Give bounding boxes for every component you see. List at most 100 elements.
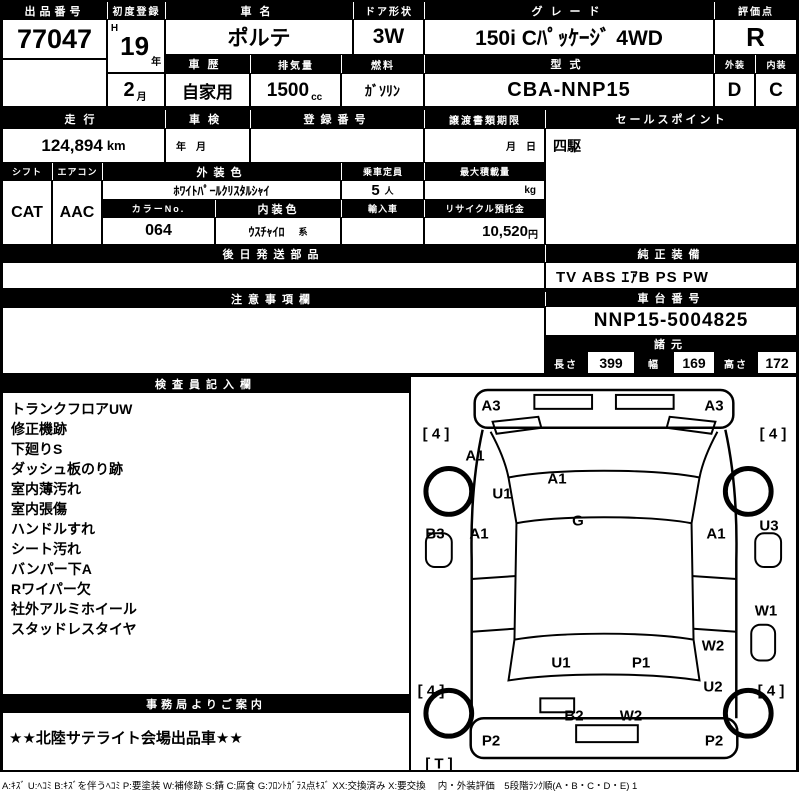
exterior-color-label: 外装色 bbox=[102, 163, 341, 180]
chassis-number-label: 車台番号 bbox=[545, 290, 797, 306]
interior-color-cell: ｳｽﾁｬｲﾛ 系 bbox=[215, 217, 341, 245]
model-code-label: 型式 bbox=[424, 55, 714, 73]
specs-label: 諸元 bbox=[545, 336, 797, 351]
exterior-score-value: D bbox=[714, 73, 755, 108]
year-unit: 年 bbox=[151, 57, 162, 68]
car-top-view-icon bbox=[423, 388, 783, 760]
car-name-label: 車名 bbox=[165, 2, 353, 19]
inspector-note: 室内薄汚れ bbox=[11, 481, 81, 497]
fuel-label: 燃料 bbox=[341, 55, 424, 73]
caution-label: 注意事項欄 bbox=[2, 290, 545, 307]
recycle-deposit-unit: 円 bbox=[528, 230, 538, 241]
recycle-deposit-cell: 10,520 円 bbox=[424, 217, 545, 245]
spec-height-value: 172 bbox=[757, 351, 797, 375]
damage-marker: U1 bbox=[492, 485, 512, 503]
door-shape-label: ドア形状 bbox=[353, 2, 424, 19]
registration-number-label: 登録番号 bbox=[250, 110, 424, 128]
history-value: 自家用 bbox=[165, 73, 250, 108]
fuel-value: ｶﾞｿﾘﾝ bbox=[341, 73, 424, 108]
spec-length-value: 399 bbox=[587, 351, 635, 375]
month-unit: 月 bbox=[136, 92, 147, 103]
model-code-value: CBA-NNP15 bbox=[424, 73, 714, 108]
damage-marker: [ 4 ] bbox=[417, 682, 445, 700]
interior-color-value: ｳｽﾁｬｲﾛ bbox=[248, 224, 285, 239]
displacement-label: 排気量 bbox=[250, 55, 341, 73]
damage-marker: [ 4 ] bbox=[757, 682, 785, 700]
damage-marker: B3 bbox=[425, 525, 445, 543]
capacity-unit: 人 bbox=[384, 186, 394, 196]
first-reg-year-cell: H 19 年 bbox=[107, 19, 165, 73]
chassis-number-value: NNP15-5004825 bbox=[545, 306, 797, 336]
equipment-label: 純正装備 bbox=[545, 245, 797, 262]
damage-marker: G bbox=[572, 512, 584, 530]
first-reg-year: 19 bbox=[120, 30, 150, 61]
color-no-label: カラーNo. bbox=[102, 200, 215, 217]
capacity-label: 乗車定員 bbox=[341, 163, 424, 180]
inspector-note: バンパー下A bbox=[11, 561, 92, 577]
lot-empty-box bbox=[2, 59, 107, 108]
registration-number-value bbox=[250, 128, 424, 163]
transfer-deadline-label: 譲渡書類期限 bbox=[424, 110, 545, 128]
spec-width-label: 幅 bbox=[635, 351, 673, 375]
spec-length-label: 長さ bbox=[545, 351, 587, 375]
displacement-value: 1500 bbox=[266, 79, 310, 101]
inspector-note: ハンドルすれ bbox=[11, 521, 95, 537]
max-load-unit: kg bbox=[424, 180, 545, 200]
exterior-score-label: 外装 bbox=[714, 55, 755, 73]
damage-marker: W2 bbox=[619, 707, 643, 725]
damage-marker: [ 4 ] bbox=[759, 425, 787, 443]
damage-marker: B2 bbox=[564, 707, 584, 725]
grade-value: 150i Cﾊﾟｯｹｰｼﾞ 4WD bbox=[424, 19, 714, 55]
damage-marker: [ 4 ] bbox=[422, 425, 450, 443]
office-info-value: ★★北陸サテライト会場出品車★★ bbox=[2, 712, 410, 772]
damage-marker: A1 bbox=[469, 525, 489, 543]
inspector-note: 下廻りS bbox=[11, 441, 63, 457]
capacity-cell: 5 人 bbox=[341, 180, 424, 200]
interior-color-suffix: 系 bbox=[298, 226, 308, 237]
exterior-color-value: ﾎﾜｲﾄﾊﾟｰﾙｸﾘｽﾀﾙｼｬｲ bbox=[102, 180, 341, 200]
inspector-note: スタッドレスタイヤ bbox=[11, 621, 137, 637]
inspector-note: シート汚れ bbox=[11, 541, 81, 557]
first-reg-label: 初度登録 bbox=[107, 2, 165, 19]
score-label: 評価点 bbox=[714, 2, 797, 19]
lot-number-value: 77047 bbox=[2, 19, 107, 59]
aircon-value: AAC bbox=[52, 180, 102, 245]
inspector-notes-label: 検査員記入欄 bbox=[2, 375, 410, 392]
first-reg-month: 2 bbox=[123, 79, 135, 101]
mileage-unit: km bbox=[106, 138, 126, 153]
inspector-note: 修正機跡 bbox=[11, 421, 67, 437]
era-prefix: H bbox=[110, 23, 119, 34]
sales-point-label: セールスポイント bbox=[545, 110, 797, 128]
inspector-note: 室内張傷 bbox=[11, 501, 67, 517]
displacement-unit: cc bbox=[311, 92, 323, 103]
inspector-note: ダッシュ板のり跡 bbox=[11, 461, 123, 477]
damage-marker: U2 bbox=[703, 678, 723, 696]
damage-marker: A3 bbox=[704, 397, 724, 415]
grade-label: グレード bbox=[424, 2, 714, 19]
interior-score-label: 内装 bbox=[755, 55, 797, 73]
interior-score-value: C bbox=[755, 73, 797, 108]
score-value: R bbox=[714, 19, 797, 55]
mileage-value: 124,894 bbox=[41, 135, 103, 155]
displacement-cell: 1500 cc bbox=[250, 73, 341, 108]
max-load-label: 最大積載量 bbox=[424, 163, 545, 180]
legend-text: A:ｷｽﾞ U:ﾍｺﾐ B:ｷｽﾞを伴うﾍｺﾐ P:要塗装 W:補修跡 S:錆 … bbox=[2, 781, 638, 792]
shaken-value: 年 月 bbox=[165, 128, 250, 163]
damage-marker: U3 bbox=[759, 517, 779, 535]
car-name-value: ポルテ bbox=[165, 19, 353, 55]
transfer-deadline-value: 月 日 bbox=[424, 128, 545, 163]
lot-number-label: 出品番号 bbox=[2, 2, 107, 19]
interior-color-label: 内装色 bbox=[215, 200, 341, 217]
recycle-deposit-value: 10,520 bbox=[482, 222, 528, 240]
import-label: 輸入車 bbox=[341, 200, 424, 217]
mileage-cell: 124,894 km bbox=[2, 128, 165, 163]
spec-height-label: 高さ bbox=[715, 351, 757, 375]
damage-marker: A1 bbox=[706, 525, 726, 543]
color-no-value: 064 bbox=[102, 217, 215, 245]
aircon-label: エアコン bbox=[52, 163, 102, 180]
damage-marker: [ T ] bbox=[425, 755, 453, 772]
later-parts-label: 後日発送部品 bbox=[2, 245, 545, 262]
